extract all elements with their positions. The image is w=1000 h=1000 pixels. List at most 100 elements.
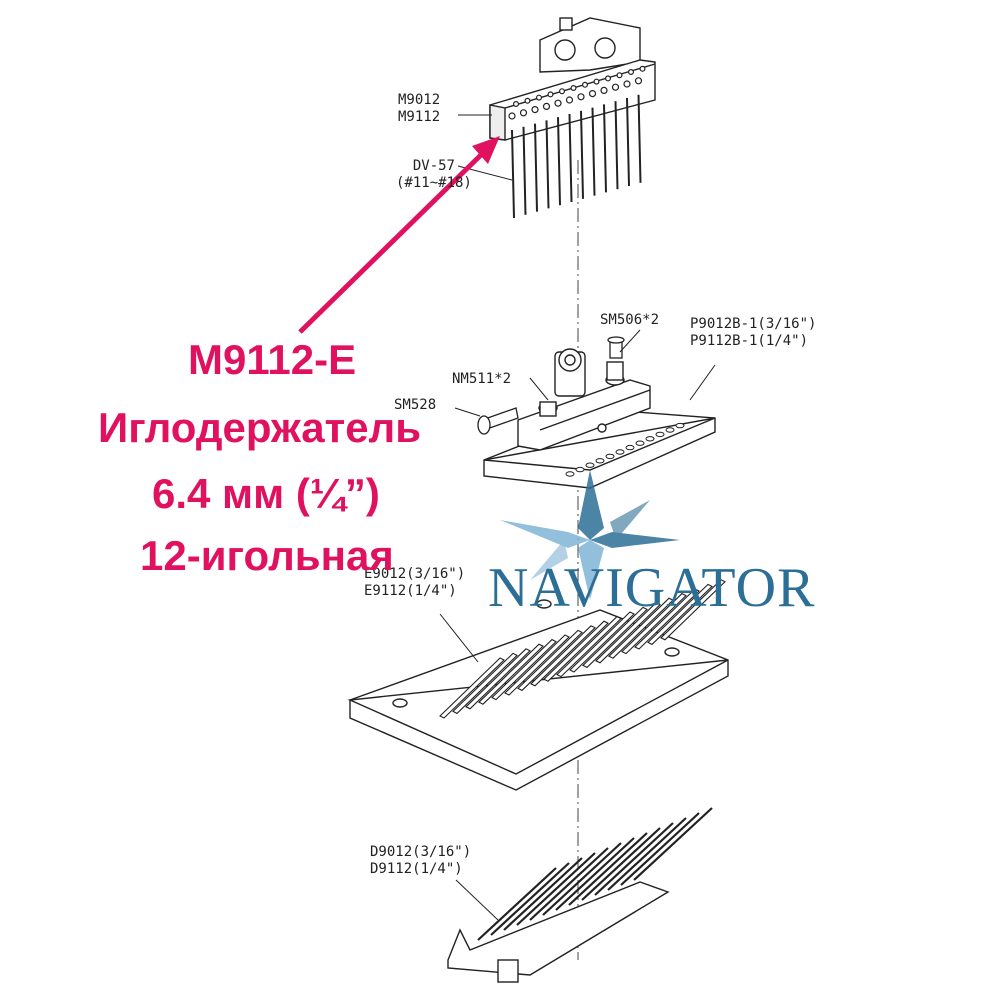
presser-slot — [665, 427, 675, 433]
label-needle-holder-top: M9012 — [398, 92, 441, 108]
plate-slot — [621, 592, 687, 655]
looper-tooth — [477, 867, 557, 941]
presser-slot — [575, 466, 585, 473]
needle-holder-holes — [508, 65, 646, 120]
needle — [545, 120, 550, 209]
looper-tooth — [568, 832, 648, 906]
holder-hole — [512, 100, 519, 107]
plate-slot — [660, 579, 726, 641]
caption-model: M9112-E — [188, 336, 357, 383]
needle — [626, 97, 630, 187]
plate-slot — [543, 620, 609, 682]
compass-star-icon — [500, 470, 680, 600]
needle — [534, 123, 538, 212]
plate-slot — [517, 629, 583, 692]
looper-teeth — [477, 807, 713, 941]
presser-slot — [675, 422, 685, 429]
plate-slot — [530, 625, 596, 687]
caption-size: 6.4 мм (¼”) — [152, 470, 380, 517]
holder-hole — [634, 77, 643, 85]
presser-slot — [565, 471, 575, 477]
plate-slot — [452, 652, 518, 715]
plate-slot — [478, 643, 544, 705]
presser-slot — [635, 440, 645, 446]
needle — [580, 110, 584, 199]
holder-hole — [577, 93, 585, 101]
holder-hole — [616, 72, 623, 79]
holder-hole — [558, 88, 565, 95]
plate-slot — [595, 602, 661, 664]
label-needle: DV-57 (#11~#18) — [396, 158, 472, 192]
label-needle-holder-bottom: M9112 — [398, 109, 441, 125]
plate-slot — [504, 634, 570, 696]
holder-hole — [623, 80, 631, 88]
holder-hole — [593, 78, 600, 85]
label-screw-nm511: NM511*2 — [452, 371, 512, 387]
looper-tooth — [633, 807, 713, 881]
presser-drawing — [483, 348, 716, 489]
holder-hole — [570, 84, 577, 91]
label-looper: D9012(3/16") D9112(1/4") — [370, 844, 471, 878]
caption-name: Иглодержатель — [98, 404, 422, 451]
label-needle-top: DV-57 — [412, 158, 455, 174]
looper-tooth — [620, 812, 700, 886]
pointer-arrow — [298, 136, 500, 334]
plate-slot — [465, 648, 531, 710]
plate-slot — [647, 583, 713, 646]
holder-hole — [531, 105, 539, 114]
label-screw-sm506: SM506*2 — [600, 312, 660, 328]
holder-hole — [627, 68, 634, 75]
looper-tooth — [607, 817, 687, 891]
holder-hole — [588, 89, 597, 98]
holder-hole — [554, 99, 562, 107]
plate-slot — [491, 638, 557, 701]
label-screw-sm528: SM528 — [394, 397, 437, 413]
holder-hole — [519, 109, 528, 117]
needle — [568, 113, 573, 203]
caption-needles: 12-игольная — [140, 532, 394, 579]
holder-hole — [547, 91, 554, 98]
holder-hole — [565, 96, 574, 104]
label-looper-top: D9012(3/16") — [370, 844, 472, 860]
needle — [637, 94, 642, 183]
label-presser-top: P9012B-1(3/16") — [690, 316, 817, 332]
presser-slot — [585, 462, 595, 468]
looper-tooth — [555, 837, 635, 911]
needle — [511, 129, 515, 219]
plate-slot — [556, 615, 622, 678]
holder-hole — [611, 83, 620, 91]
label-looper-bottom: D9112(1/4") — [370, 861, 463, 877]
presser-slot — [595, 458, 605, 464]
needles — [511, 94, 642, 219]
looper-tooth — [516, 852, 596, 926]
presser-slot — [605, 453, 615, 460]
presser-slot — [625, 444, 635, 451]
label-plate-top: E9012(3/16") — [364, 566, 466, 582]
holder-hole — [639, 65, 646, 72]
holder-hole — [581, 81, 588, 88]
presser-slot — [615, 449, 625, 455]
looper-tooth — [542, 842, 622, 916]
holder-hole — [604, 75, 611, 82]
needle — [614, 101, 619, 190]
holder-hole — [600, 86, 608, 95]
plate-slot — [439, 657, 505, 719]
needle — [522, 126, 527, 215]
holder-hole — [542, 102, 551, 111]
plate-slot — [634, 588, 700, 650]
holder-hole — [524, 97, 531, 104]
needle-holder-drawing — [489, 17, 656, 141]
plate-slot — [582, 606, 648, 669]
needle — [557, 117, 561, 206]
label-plate-bottom: E9112(1/4") — [364, 583, 457, 599]
looper-tooth — [529, 847, 609, 921]
screw-sm506-drawing — [607, 336, 625, 359]
presser-slot — [645, 436, 655, 442]
looper-tooth — [594, 822, 674, 896]
presser-slots — [565, 422, 685, 477]
holder-hole — [535, 94, 542, 101]
label-presser-bottom: P9112B-1(1/4") — [690, 333, 809, 349]
looper-tooth — [490, 862, 570, 936]
plate-slot — [569, 611, 635, 673]
label-needle-holder: M9012 M9112 — [398, 92, 440, 126]
